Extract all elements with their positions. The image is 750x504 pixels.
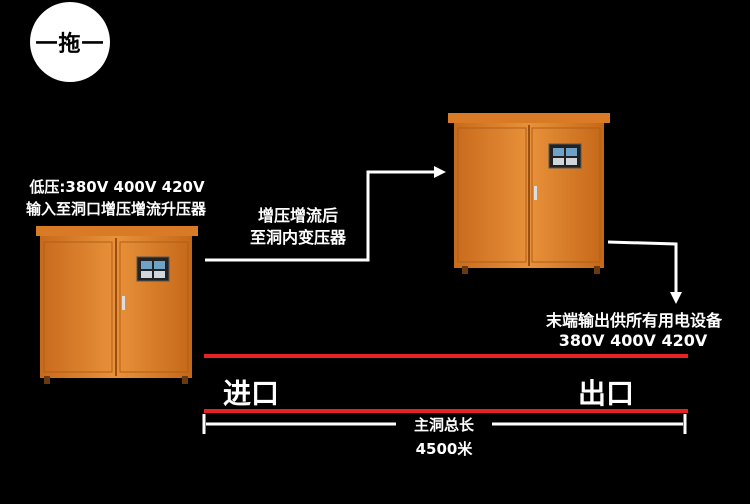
- left-cabinet-icon: [36, 226, 198, 384]
- tunnel-length-value: 4500米: [415, 440, 473, 458]
- connector-arrow-icon: [205, 166, 446, 262]
- badge-label: 一拖一: [35, 32, 105, 57]
- exit-label: 出口: [578, 377, 635, 410]
- right-output-voltage: 380V 400V 420V: [558, 331, 708, 350]
- left-input-voltage: 低压:380V 400V 420V: [29, 178, 205, 196]
- output-arrow-icon: [607, 240, 682, 304]
- left-input-desc: 输入至洞口增压增流升压器: [25, 200, 206, 218]
- dimension-line: [202, 414, 687, 434]
- tunnel-length-title: 主洞总长: [413, 416, 474, 434]
- right-output-desc: 末端输出供所有用电设备: [545, 311, 722, 330]
- entrance-label: 进口: [223, 377, 280, 410]
- middle-line1: 增压增流后: [257, 206, 338, 225]
- right-cabinet-icon: [448, 113, 610, 274]
- title-badge: 一拖一: [30, 2, 110, 82]
- middle-line2: 至洞内变压器: [249, 228, 346, 247]
